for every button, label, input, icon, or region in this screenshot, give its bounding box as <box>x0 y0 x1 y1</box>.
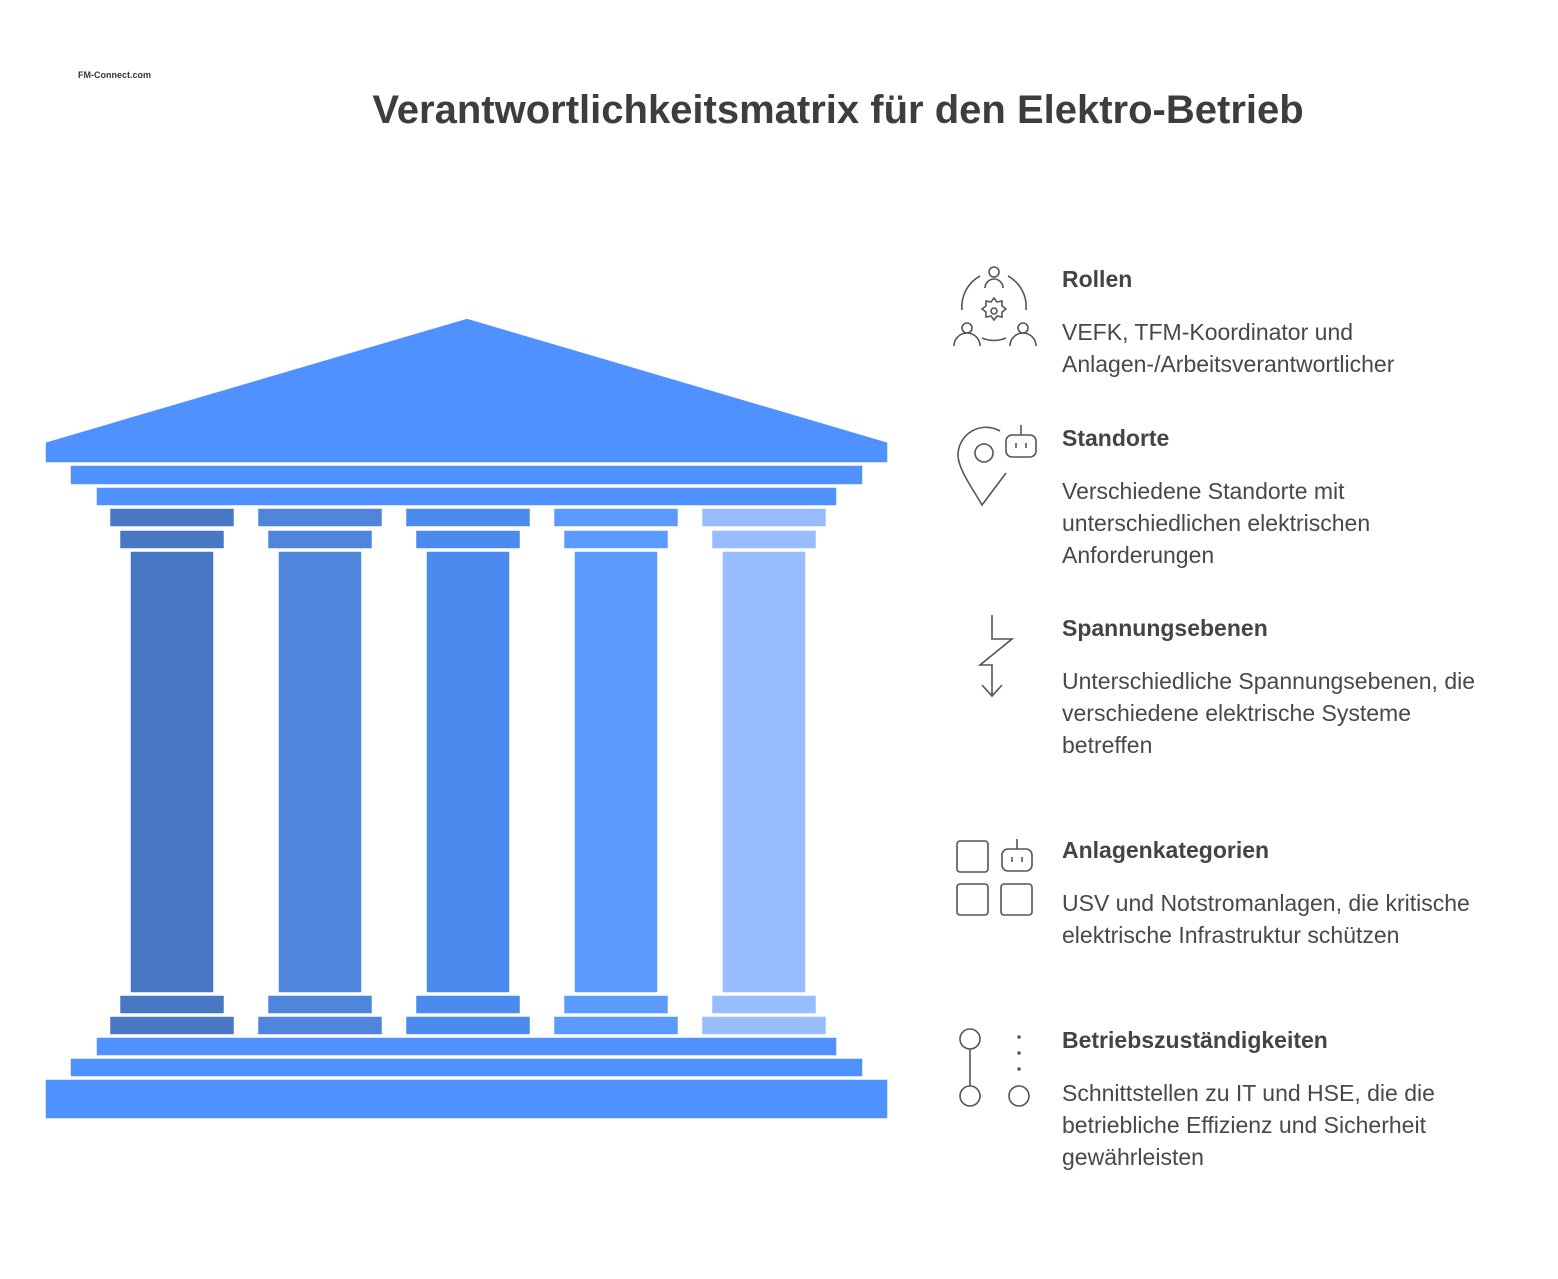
column-base-bottom <box>552 1015 680 1036</box>
column-5 <box>700 507 828 1036</box>
lightning-arrow-icon <box>977 615 1015 698</box>
entablature-lower <box>95 486 838 507</box>
item-heading: Spannungsebenen <box>1062 615 1268 641</box>
team-gear-icon <box>953 266 1037 347</box>
column-base-top <box>414 994 522 1015</box>
item-heading: Standorte <box>1062 425 1170 451</box>
column-base-top <box>562 994 670 1015</box>
logo: FM-Connect.com <box>78 70 151 80</box>
roof-pediment <box>44 317 889 464</box>
column-capital-bottom <box>710 529 818 550</box>
column-capital-top <box>700 507 828 528</box>
column-shaft <box>573 550 659 994</box>
column-capital-top <box>256 507 384 528</box>
page-title: Verantwortlichkeitsmatrix für den Elektr… <box>372 88 1304 132</box>
base-step-top <box>95 1036 838 1057</box>
column-4 <box>552 507 680 1036</box>
column-base-bottom <box>108 1015 236 1036</box>
column-base-bottom <box>256 1015 384 1036</box>
item-heading: Betriebszuständigkeiten <box>1062 1027 1328 1053</box>
item-text: Schnittstellen zu IT und HSE, die die be… <box>1062 1080 1435 1170</box>
column-capital-bottom <box>414 529 522 550</box>
column-capital-top <box>108 507 236 528</box>
column-capital-bottom <box>562 529 670 550</box>
connection-nodes-icon <box>959 1028 1030 1107</box>
item-text: VEFK, TFM-Koordinator und Anlagen-/Arbei… <box>1062 319 1395 377</box>
column-base-top <box>710 994 818 1015</box>
item-text: USV und Notstromanlagen, die kritische e… <box>1062 890 1470 948</box>
column-shaft <box>425 550 511 994</box>
column-shaft <box>277 550 363 994</box>
entablature-upper <box>69 464 864 486</box>
column-1 <box>108 507 236 1036</box>
location-robot-icon <box>957 425 1037 507</box>
item-text: Verschiedene Standorte mit unterschiedli… <box>1062 478 1371 568</box>
base-step-middle <box>69 1057 864 1078</box>
temple-roof <box>44 317 889 1120</box>
item-text: Unterschiedliche Spannungsebenen, die ve… <box>1062 668 1476 758</box>
column-base-top <box>266 994 374 1015</box>
base-step-bottom <box>44 1078 889 1120</box>
column-2 <box>256 507 384 1036</box>
column-base-top <box>118 994 226 1015</box>
item-heading: Rollen <box>1062 266 1133 292</box>
category-grid-icon <box>956 839 1033 916</box>
item-heading: Anlagenkategorien <box>1062 837 1270 863</box>
column-capital-bottom <box>118 529 226 550</box>
column-capital-top <box>404 507 532 528</box>
column-base-bottom <box>700 1015 828 1036</box>
column-shaft <box>129 550 215 994</box>
column-3 <box>404 507 532 1036</box>
temple-diagram <box>44 317 889 1120</box>
column-shaft <box>721 550 807 994</box>
column-capital-top <box>552 507 680 528</box>
column-capital-bottom <box>266 529 374 550</box>
column-base-bottom <box>404 1015 532 1036</box>
